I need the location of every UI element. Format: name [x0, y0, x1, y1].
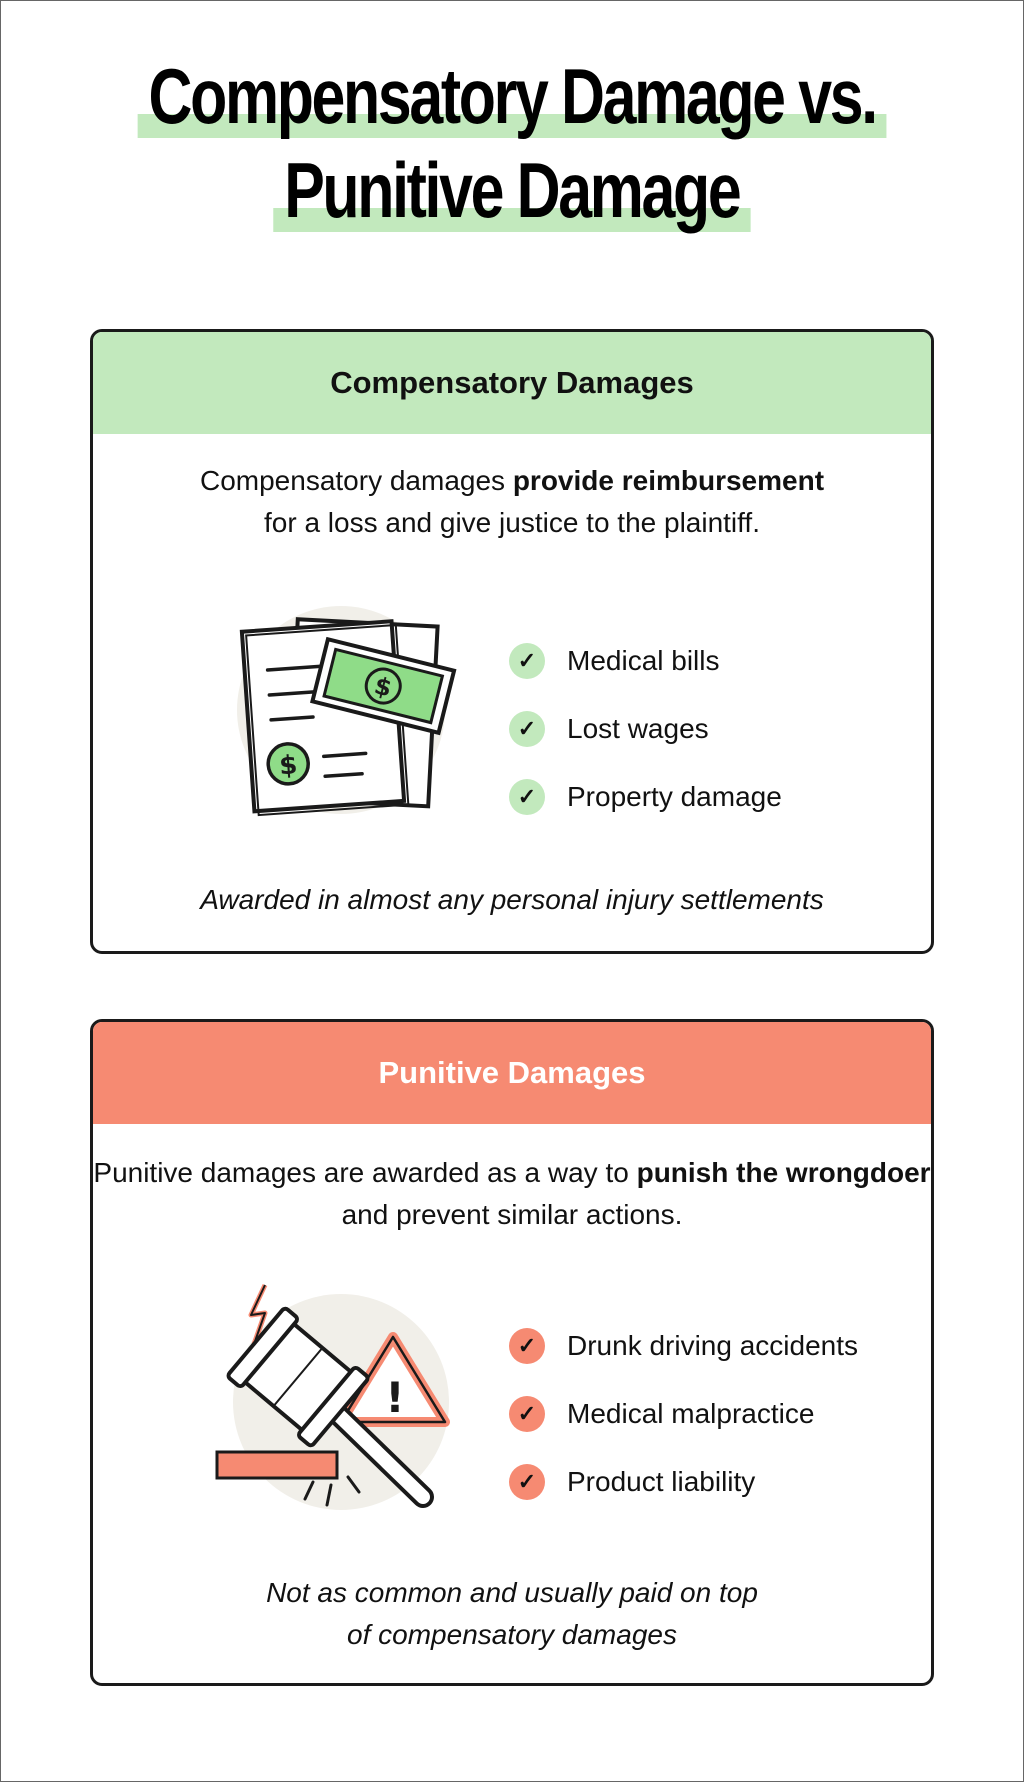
punitive-footnote: Not as common and usually paid on top of… — [266, 1577, 758, 1650]
title-highlight — [137, 114, 887, 138]
check-icon: ✓ — [509, 1396, 545, 1432]
title-highlight — [273, 208, 751, 232]
page-title: Compensatory Damage vs. Punitive Damage — [0, 50, 1024, 238]
check-icon: ✓ — [509, 643, 545, 679]
list-item: ✓ Medical bills — [509, 627, 782, 695]
compensatory-heading: Compensatory Damages — [93, 332, 931, 434]
punitive-heading: Punitive Damages — [93, 1022, 931, 1124]
title-line-1: Compensatory Damage vs. — [137, 50, 887, 142]
svg-text:!: ! — [385, 1373, 404, 1422]
punitive-card: Punitive Damages Punitive damages are aw… — [90, 1019, 934, 1686]
compensatory-footnote: Awarded in almost any personal injury se… — [200, 884, 824, 915]
compensatory-card: Compensatory Damages Compensatory damage… — [90, 329, 934, 954]
gavel-warning-icon: ! — [213, 1277, 463, 1527]
check-icon: ✓ — [509, 1464, 545, 1500]
documents-money-icon: $ $ — [213, 592, 463, 832]
check-icon: ✓ — [509, 711, 545, 747]
check-icon: ✓ — [509, 1328, 545, 1364]
list-item: ✓ Medical malpractice — [509, 1380, 858, 1448]
list-item: ✓ Drunk driving accidents — [509, 1312, 858, 1380]
punitive-description: Punitive damages are awarded as a way to… — [93, 1157, 931, 1230]
list-item: ✓ Product liability — [509, 1448, 858, 1516]
svg-text:$: $ — [278, 750, 298, 781]
list-item: ✓ Lost wages — [509, 695, 782, 763]
check-icon: ✓ — [509, 779, 545, 815]
compensatory-description: Compensatory damages provide reimburseme… — [199, 465, 825, 538]
list-item: ✓ Property damage — [509, 763, 782, 831]
punitive-list: ✓ Drunk driving accidents ✓ Medical malp… — [509, 1312, 858, 1516]
svg-text:$: $ — [372, 671, 395, 702]
compensatory-list: ✓ Medical bills ✓ Lost wages ✓ Property … — [509, 627, 782, 831]
title-line-2: Punitive Damage — [273, 144, 751, 236]
